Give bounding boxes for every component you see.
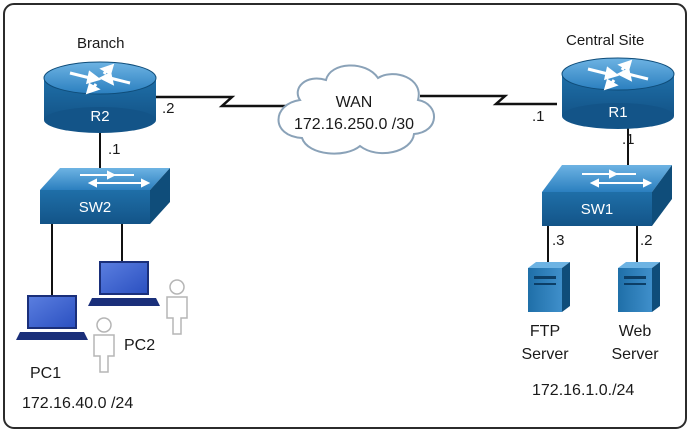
pc2-label: PC2 — [124, 337, 156, 354]
router-r1-label: R1 — [608, 104, 628, 121]
web-server-address: .2 — [640, 232, 653, 249]
serial-link-r1-wan — [420, 94, 557, 106]
central-site-label: Central Site — [566, 32, 645, 49]
central-lan-subnet: 172.16.1.0./24 — [532, 382, 635, 399]
wan-label: WAN — [335, 94, 373, 111]
switch-sw1-icon — [542, 165, 672, 226]
switch-sw1-label: SW1 — [580, 201, 614, 218]
branch-site-label: Branch — [77, 35, 125, 52]
pc2-laptop-icon — [88, 261, 160, 306]
switch-sw2-label: SW2 — [78, 199, 112, 216]
ftp-server-label-line1: FTP — [529, 323, 561, 340]
pc1-laptop-icon — [16, 295, 88, 340]
r1-wan-address: .1 — [532, 108, 545, 125]
router-r2-icon — [43, 61, 157, 133]
ftp-server-label-line2: Server — [521, 346, 569, 363]
switch-sw2-icon — [40, 168, 170, 224]
r2-wan-address: .2 — [162, 100, 175, 117]
pc2-user-icon — [166, 279, 188, 335]
router-r2-label: R2 — [90, 108, 110, 125]
web-server-icon — [618, 262, 660, 312]
router-r1-icon — [561, 57, 675, 129]
wan-subnet-label: 172.16.250.0 /30 — [293, 116, 415, 133]
r1-lan-address: .1 — [622, 131, 635, 148]
pc1-label: PC1 — [30, 365, 62, 382]
serial-link-r2-wan — [152, 95, 292, 108]
web-server-label-line1: Web — [618, 323, 652, 340]
pc1-user-icon — [93, 317, 115, 373]
ftp-server-icon — [528, 262, 570, 312]
ftp-server-address: .3 — [552, 232, 565, 249]
wan-cloud-icon — [277, 64, 435, 155]
branch-lan-subnet: 172.16.40.0 /24 — [22, 395, 134, 412]
lan-links — [51, 126, 638, 296]
r2-lan-address: .1 — [108, 141, 121, 158]
web-server-label-line2: Server — [611, 346, 659, 363]
